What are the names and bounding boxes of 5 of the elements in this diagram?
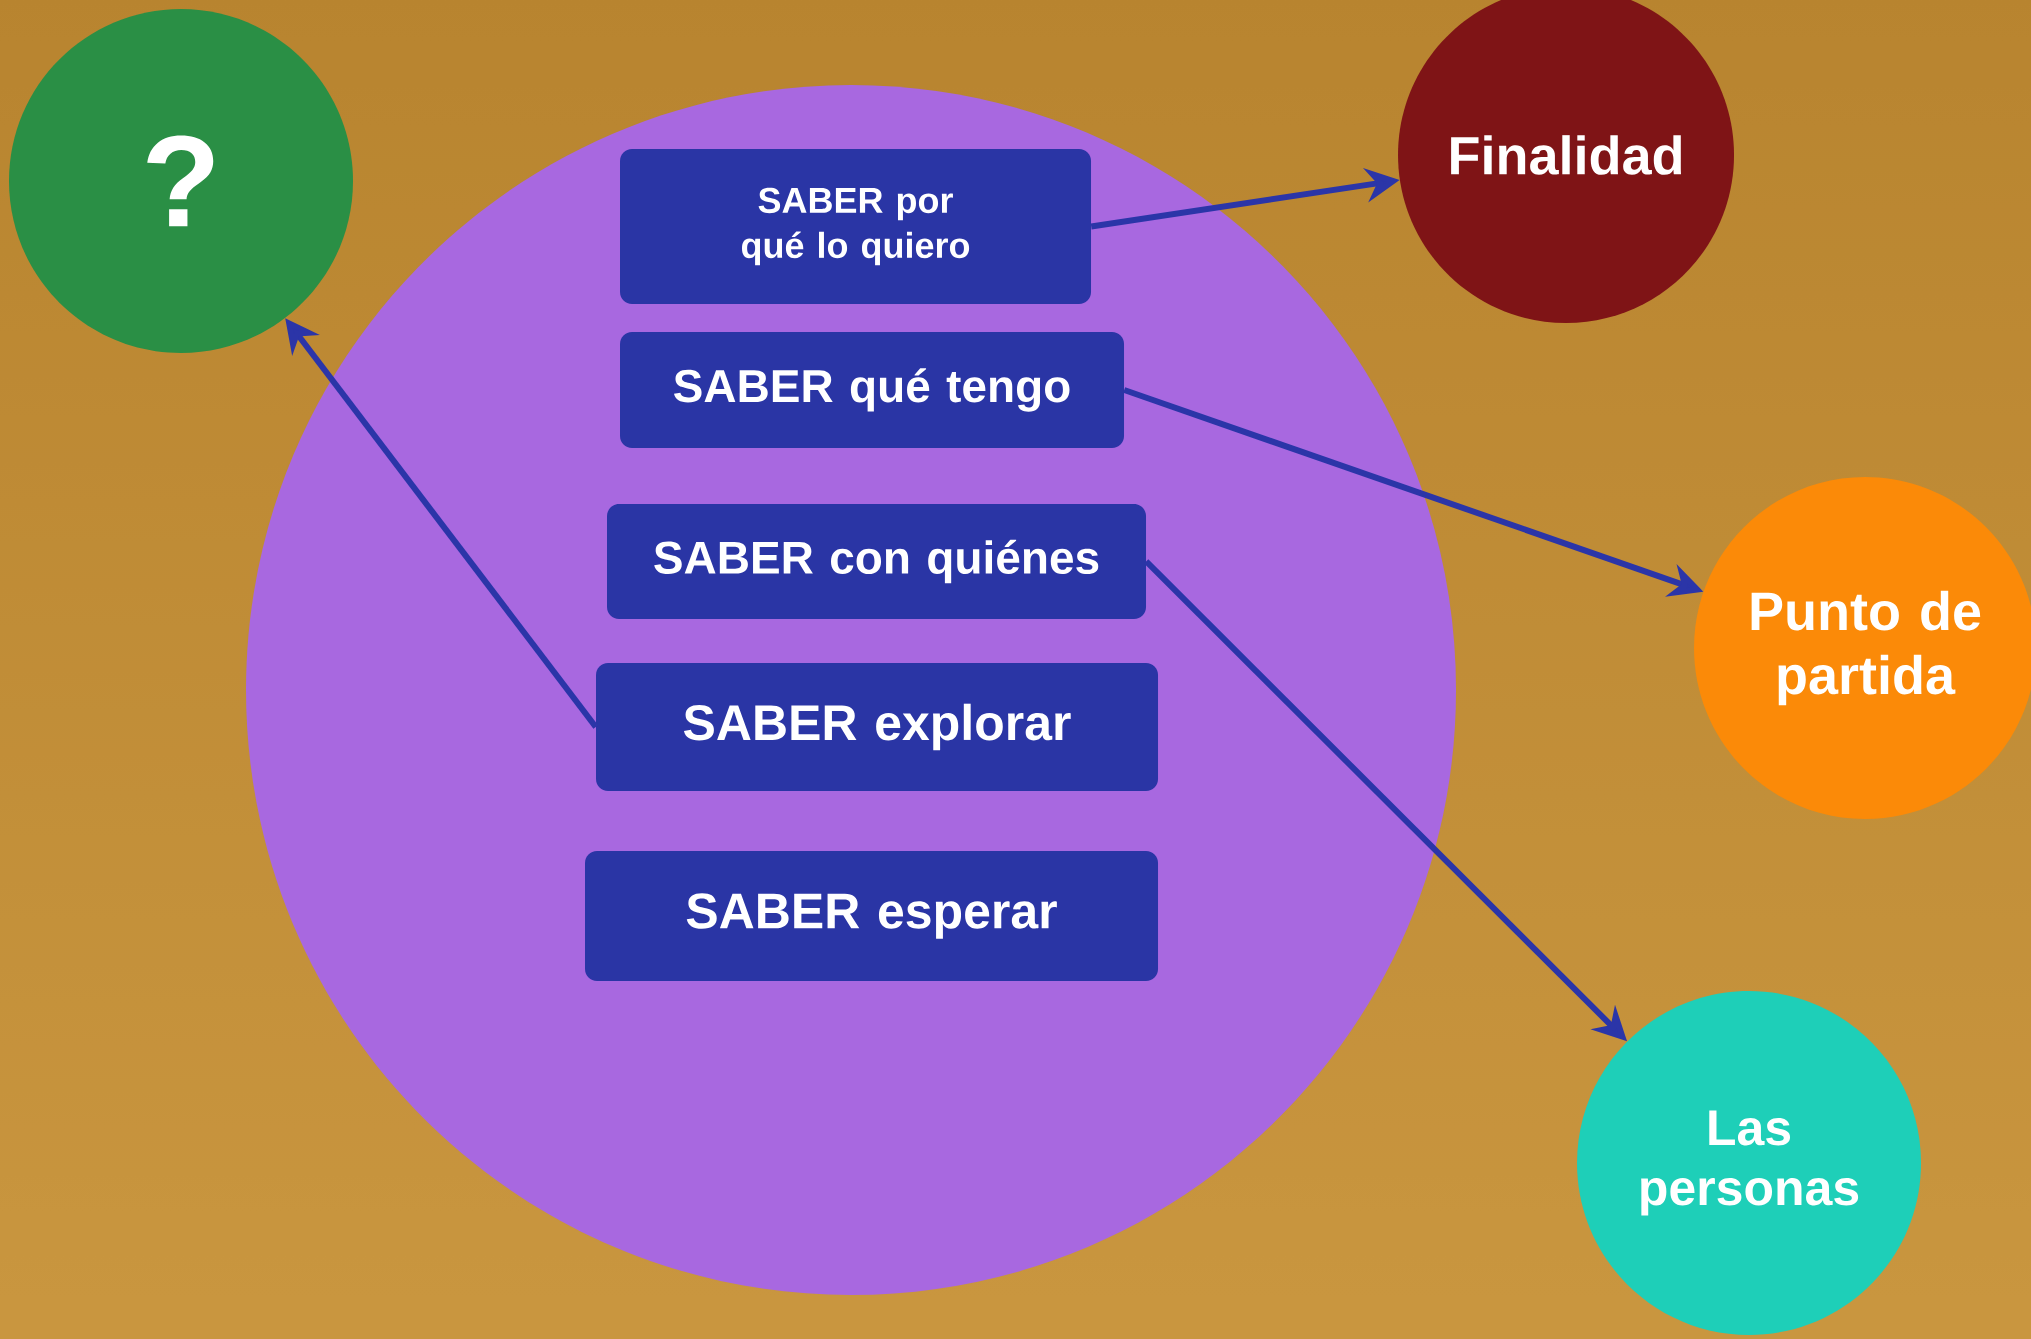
label-box: SABER qué tengo — [620, 332, 1124, 448]
label-box: SABER con quiénes — [607, 504, 1146, 619]
label-box: SABER explorar — [596, 663, 1158, 791]
label-box: SABER esperar — [585, 851, 1158, 981]
label-box: SABER por qué lo quiero — [620, 149, 1091, 304]
